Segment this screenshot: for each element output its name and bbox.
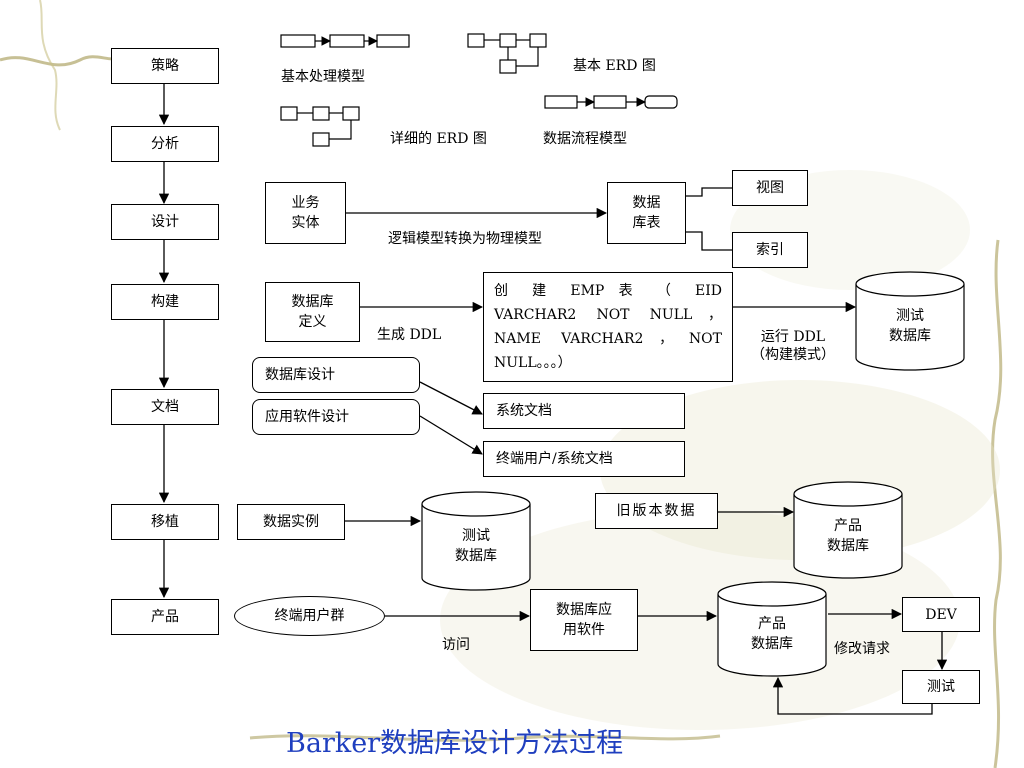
arrow-appdesign-userdoc [419, 415, 483, 455]
legend-basic-erd: 基本 ERD 图 [573, 58, 656, 74]
stage-design: 设计 [111, 204, 219, 240]
arrow-test-proddb [772, 676, 933, 715]
basic-process-model-icon [280, 34, 410, 48]
db-table-box: 数据 库表 [607, 182, 686, 244]
db-design-box: 数据库设计 [252, 357, 420, 393]
test-db-cylinder-migration [421, 491, 531, 591]
legend-basic-process-model: 基本处理模型 [281, 69, 365, 85]
line-table-view [686, 187, 732, 197]
access-label: 访问 [442, 637, 470, 653]
db-definition-box: 数据库 定义 [265, 282, 360, 342]
view-box: 视图 [732, 170, 808, 206]
data-flow-model-icon [544, 95, 678, 109]
stage-product: 产品 [111, 599, 219, 635]
prod-db-product-label: 产品 数据库 [751, 616, 793, 652]
data-instance-box: 数据实例 [237, 504, 345, 540]
prod-db-cylinder-migration [793, 481, 903, 579]
end-users-ellipse: 终端用户群 [234, 596, 385, 636]
test-box: 测试 [902, 670, 980, 704]
prod-db-migration-label: 产品 数据库 [827, 518, 869, 554]
arrow-dbdesign-sysdoc [419, 381, 483, 415]
system-doc-box: 系统文档 [483, 393, 685, 429]
stage-docs: 文档 [111, 389, 219, 425]
change-request-label: 修改请求 [834, 641, 890, 657]
prod-db-cylinder-product [717, 581, 827, 677]
index-box: 索引 [732, 232, 808, 268]
test-db-migration-label: 测试 数据库 [455, 528, 497, 564]
basic-erd-icon [467, 33, 547, 74]
test-db-build-label: 测试 数据库 [889, 308, 931, 344]
page-title: Barker数据库设计方法过程 [286, 728, 624, 759]
old-data-box: 旧版本数据 [595, 493, 718, 529]
test-db-cylinder-build [855, 271, 965, 371]
line-table-index [686, 231, 732, 251]
legend-detailed-erd: 详细的 ERD 图 [390, 131, 487, 147]
generate-ddl-label: 生成 DDL [377, 327, 442, 343]
db-app-box: 数据库应 用软件 [530, 589, 638, 651]
dev-box: DEV [902, 597, 980, 632]
run-ddl-label: 运行 DDL （构建模式） [751, 329, 835, 363]
user-system-doc-box: 终端用户/系统文档 [483, 441, 685, 477]
business-entity-box: 业务 实体 [265, 182, 346, 244]
ddl-statement-box: 创 建 EMP 表 （ EID VARCHAR2 NOT NULL， NAME … [483, 272, 733, 382]
app-design-box: 应用软件设计 [252, 399, 420, 435]
stage-analysis: 分析 [111, 126, 219, 162]
conversion-label: 逻辑模型转换为物理模型 [388, 231, 542, 247]
legend-data-flow-model: 数据流程模型 [543, 131, 627, 147]
stage-strategy: 策略 [111, 48, 219, 84]
stage-build: 构建 [111, 284, 219, 320]
stage-migration: 移植 [111, 504, 219, 540]
detailed-erd-icon [280, 106, 360, 147]
